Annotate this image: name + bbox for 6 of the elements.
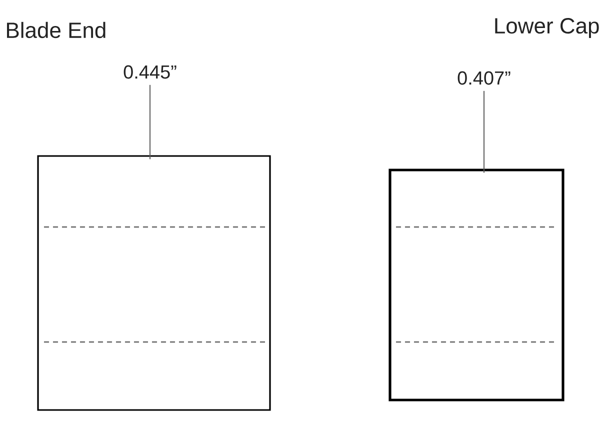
part-heading: Blade End (7, 22, 106, 38)
part-outline (388, 168, 564, 402)
part-outline (37, 155, 271, 411)
dimension-label: 0.407” (458, 71, 510, 85)
dimension-label: 0.445” (124, 65, 176, 79)
part-heading: Lower Cap (495, 18, 599, 38)
